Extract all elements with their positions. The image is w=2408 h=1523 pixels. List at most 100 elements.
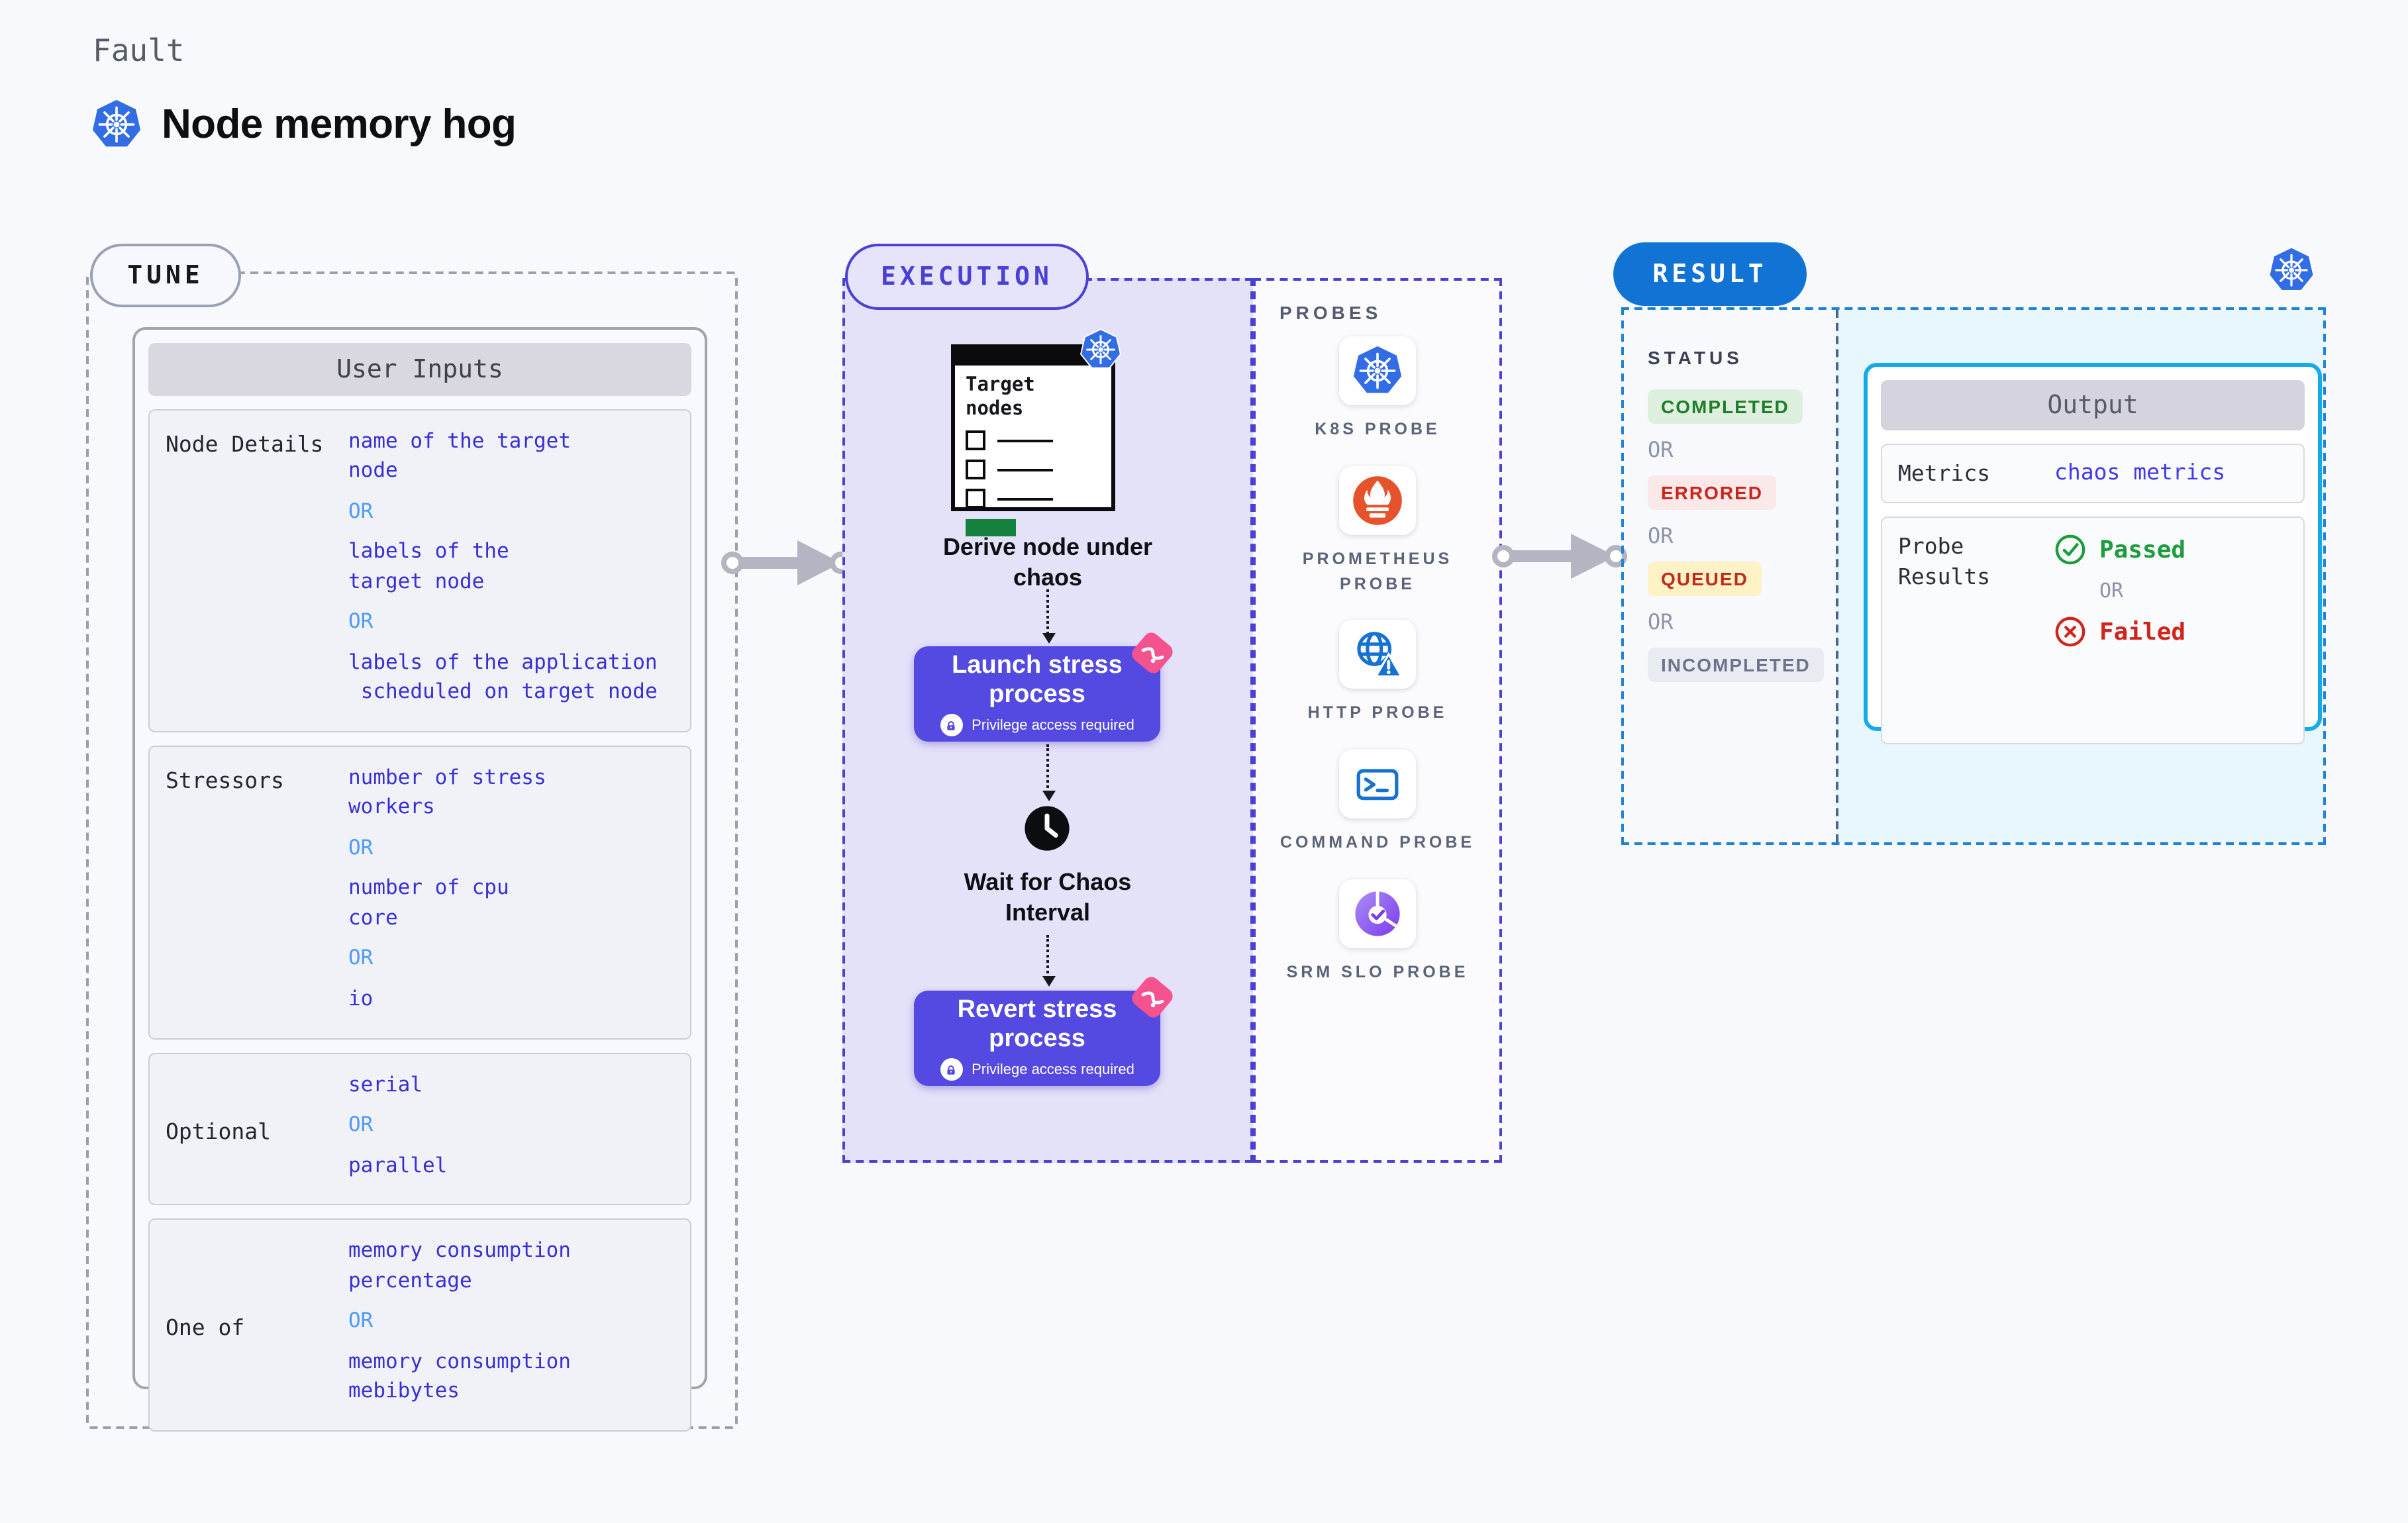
page-title: Node memory hog: [162, 101, 517, 147]
tune-badge: TUNE: [90, 244, 241, 307]
node-checkbox-row: [966, 460, 1101, 480]
execution-badge: EXECUTION: [845, 244, 1089, 310]
probe-list: K8S PROBE PROMETHEUS PROBE HTTP PROBE COMMA…: [1266, 336, 1489, 985]
input-value: io: [348, 986, 374, 1010]
input-value: serial: [348, 1072, 423, 1097]
privilege-note: Privilege access required: [972, 1061, 1134, 1078]
metrics-label: Metrics: [1898, 461, 1991, 486]
input-row-label: Optional: [166, 1118, 271, 1144]
status-badge-errored: ERRORED: [1648, 475, 1777, 510]
probe-label: COMMAND PROBE: [1279, 833, 1476, 852]
or-separator: OR: [348, 835, 374, 860]
probe-item: K8S PROBE: [1266, 336, 1489, 442]
passed-label: Passed: [2099, 536, 2186, 564]
kubernetes-icon: [90, 98, 143, 151]
or-separator: OR: [348, 499, 374, 523]
probe-card: [1339, 620, 1416, 689]
line-placeholder: [997, 497, 1053, 501]
user-inputs-title: User Inputs: [148, 343, 691, 396]
derive-node-step-label: Derive node under chaos: [942, 534, 1153, 590]
kubernetes-icon: [1079, 328, 1122, 371]
user-inputs-card: User Inputs Node Details name of the targ…: [132, 327, 707, 1431]
probes-to-result-arrow: [1492, 534, 1627, 579]
probe-results-label: Probe Results: [1898, 534, 1991, 590]
probe-label: PROMETHEUS PROBE: [1302, 549, 1453, 593]
output-box: Output Metrics chaos metrics Probe Resul…: [1864, 363, 2322, 745]
input-row-label: Node Details: [166, 432, 324, 457]
result-output-region: Output Metrics chaos metrics Probe Resul…: [1836, 310, 2323, 842]
status-badge-completed: COMPLETED: [1648, 389, 1803, 424]
input-row-label: One of: [166, 1314, 245, 1340]
probe-item: PROMETHEUS PROBE: [1266, 466, 1489, 597]
flow-connector: [1042, 935, 1055, 987]
probe-item: COMMAND PROBE: [1266, 750, 1489, 856]
input-value: memory consumption mebibytes: [348, 1349, 571, 1403]
result-panel: STATUS COMPLETED OR ERRORED OR QUEUED OR INCOM…: [1621, 307, 2326, 845]
or-separator: OR: [1648, 523, 1674, 548]
line-placeholder: [997, 439, 1053, 442]
http-globe-icon: [1351, 628, 1404, 681]
kubernetes-icon: [2268, 246, 2315, 294]
probe-item: SRM SLO PROBE: [1266, 879, 1489, 985]
status-badge-incompleted: INCOMPLETED: [1648, 648, 1824, 682]
wait-chaos-interval-label: Wait for Chaos Interval: [964, 869, 1132, 925]
clock-icon: [1024, 805, 1070, 852]
revert-button-label: Revert stress process: [957, 995, 1117, 1052]
probe-label: K8S PROBE: [1315, 420, 1440, 438]
checkbox-icon: [966, 460, 985, 480]
lock-icon: [940, 1058, 963, 1081]
or-separator: OR: [348, 1112, 374, 1137]
result-badge: RESULT: [1613, 242, 1807, 306]
status-item: INCOMPLETED: [1648, 648, 1836, 682]
line-placeholder: [997, 468, 1053, 471]
probe-results-row: Probe Results Passed OR Failed: [1881, 516, 2305, 745]
input-value: number of stress workers: [348, 765, 546, 819]
probe-label: HTTP PROBE: [1307, 703, 1448, 722]
flow-connector: [1042, 744, 1055, 801]
or-separator: OR: [348, 609, 374, 634]
kubernetes-icon: [1351, 344, 1404, 397]
status-title: STATUS: [1648, 347, 1743, 368]
prometheus-icon: [1351, 474, 1404, 527]
or-separator: OR: [1648, 437, 1674, 462]
probe-card: [1339, 336, 1416, 405]
input-value: number of cpu core: [348, 875, 509, 930]
probe-card: [1339, 879, 1416, 948]
input-value: memory consumption percentage: [348, 1238, 571, 1293]
probe-label: SRM SLO PROBE: [1286, 962, 1469, 981]
metrics-row: Metrics chaos metrics: [1881, 444, 2305, 504]
page-title-row: Node memory hog: [90, 98, 517, 151]
or-label: OR: [2099, 579, 2124, 603]
node-checkbox-row: [966, 430, 1101, 451]
failed-label: Failed: [2099, 618, 2186, 646]
node-checkbox-row: [966, 489, 1101, 509]
status-item: COMPLETED: [1648, 389, 1836, 424]
input-value: parallel: [348, 1153, 448, 1177]
input-row-label: Stressors: [166, 767, 284, 793]
launch-stress-process-button[interactable]: Launch stress process Privilege access r…: [914, 646, 1160, 742]
x-circle-icon: [2054, 616, 2086, 648]
launch-button-label: Launch stress process: [952, 651, 1123, 708]
passed-status: Passed: [2054, 534, 2185, 565]
fault-kicker: Fault: [93, 34, 185, 69]
output-title: Output: [1881, 380, 2305, 430]
input-value: labels of the target node: [348, 539, 509, 593]
revert-stress-process-button[interactable]: Revert stress process Privilege access r…: [914, 991, 1160, 1086]
status-badge-queued: QUEUED: [1648, 562, 1762, 596]
checkbox-icon: [966, 489, 985, 509]
srm-slo-icon: [1351, 887, 1404, 940]
probe-card: [1339, 466, 1416, 535]
